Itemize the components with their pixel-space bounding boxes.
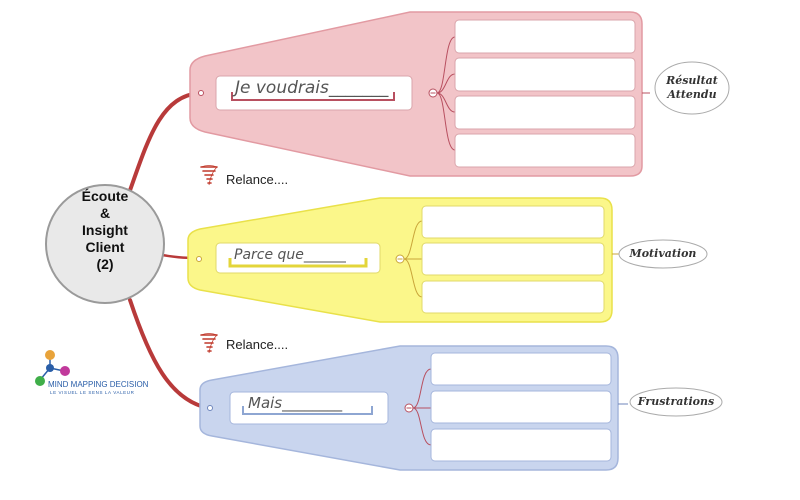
branch-2-subtopic-1[interactable]: [421, 205, 605, 239]
central-topic-line-2: &: [99, 205, 111, 221]
central-topic-line-5: (2): [96, 256, 114, 272]
branch-3-tag-bubble[interactable]: [629, 387, 723, 417]
logo-title: MIND MAPPING DECISION: [48, 380, 149, 389]
branch-1-topic-box[interactable]: [215, 75, 413, 111]
branch-3-fan-lines: [412, 368, 432, 446]
branch-3-subtopic-3[interactable]: [430, 428, 612, 462]
branch-2-tag-label: Motivation: [629, 247, 697, 260]
branch-3-tag-label: Frustrations: [637, 395, 715, 408]
branch-1-node-dot: [198, 90, 204, 96]
connector-branch-1: [126, 91, 202, 198]
central-topic-label: Écoute & Insight Client (2): [46, 188, 164, 273]
branch-1-tag-bubble[interactable]: [654, 61, 730, 115]
branch-2-topic-text: Parce que______: [234, 247, 346, 263]
branch-2-fan-lines: [403, 220, 423, 298]
central-topic-line-1: Écoute: [81, 188, 129, 204]
branch-3-subtopic-2[interactable]: [430, 390, 612, 424]
branch-1-subtopic-2[interactable]: [454, 57, 636, 92]
branch-2-subtopic-3[interactable]: [421, 280, 605, 314]
branch-1-tag-line-1: Résultat: [666, 74, 718, 87]
connector-branch-3: [128, 298, 210, 410]
branch-2-subtopic-2[interactable]: [421, 242, 605, 276]
branch-3-subtopic-1[interactable]: [430, 352, 612, 386]
central-topic-circle[interactable]: [45, 184, 165, 304]
central-topic-line-4: Client: [85, 239, 125, 255]
branch-1-subtopic-4[interactable]: [454, 133, 636, 168]
branch-1-tag-line-2: Attendu: [667, 88, 717, 101]
tornado-icon: [200, 333, 218, 354]
branch-1-subtopic-3[interactable]: [454, 95, 636, 130]
relance-label-1: Relance....: [226, 172, 289, 187]
branch-1-fan-lines: [436, 36, 456, 151]
central-topic-line-3: Insight: [82, 222, 128, 238]
branch-3-topic-bracket: [242, 406, 373, 415]
branch-2-tag-bubble[interactable]: [618, 239, 708, 269]
branch-2-node-dot: [196, 256, 202, 262]
branch-3-topic-text: Mais________: [248, 394, 343, 412]
branch-1-tag-label: Résultat Attendu: [657, 74, 727, 102]
branch-2-topic-bracket: [228, 258, 368, 268]
tornado-icon: [200, 165, 218, 186]
branch-1-subtopic-1[interactable]: [454, 19, 636, 54]
logo-subtitle: LE VISUEL LE SENS LA VALEUR: [50, 390, 135, 395]
branch-3-node-dot: [207, 405, 213, 411]
branch-3-topic-box[interactable]: [229, 391, 389, 425]
relance-label-2: Relance....: [226, 337, 289, 352]
branch-1-topic-text: Je voudrais_______: [235, 78, 389, 98]
branch-1-topic-bracket: [231, 92, 395, 101]
logo-icon: [35, 350, 70, 386]
